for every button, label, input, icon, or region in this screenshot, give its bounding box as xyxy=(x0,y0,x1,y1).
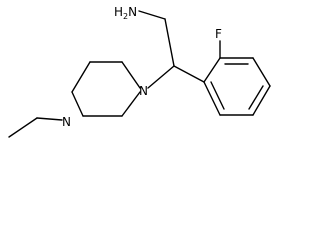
bond-ch2-ch xyxy=(164,18,175,67)
bond-n-ethyl xyxy=(36,117,63,121)
bond-pip-1 xyxy=(121,61,141,89)
piperazine-n4-label: N xyxy=(62,115,71,129)
bond-ch-piperazine-n xyxy=(147,65,175,89)
bond-ph-3 xyxy=(252,57,271,87)
bond-ch-phenyl xyxy=(173,65,205,83)
bond-ph-4 xyxy=(252,85,271,116)
structure-diagram: H2N F N N xyxy=(8,5,271,138)
bond-ethyl xyxy=(8,117,38,138)
bond-pip-3 xyxy=(71,61,91,93)
molecule-drawing: H2N F N N xyxy=(8,5,271,138)
bond-ph-double-2 xyxy=(248,85,264,110)
bond-pip-6 xyxy=(121,91,141,117)
bond-ph-6 xyxy=(203,81,221,116)
piperazine-n1-label: N xyxy=(139,84,148,98)
amine-label: H2N xyxy=(114,5,137,21)
fluorine-label: F xyxy=(215,27,222,41)
bond-ph-double-3 xyxy=(210,81,225,110)
bond-pip-4 xyxy=(71,91,84,117)
bond-amine-ch2 xyxy=(138,10,166,20)
bond-ph-1 xyxy=(203,57,221,83)
